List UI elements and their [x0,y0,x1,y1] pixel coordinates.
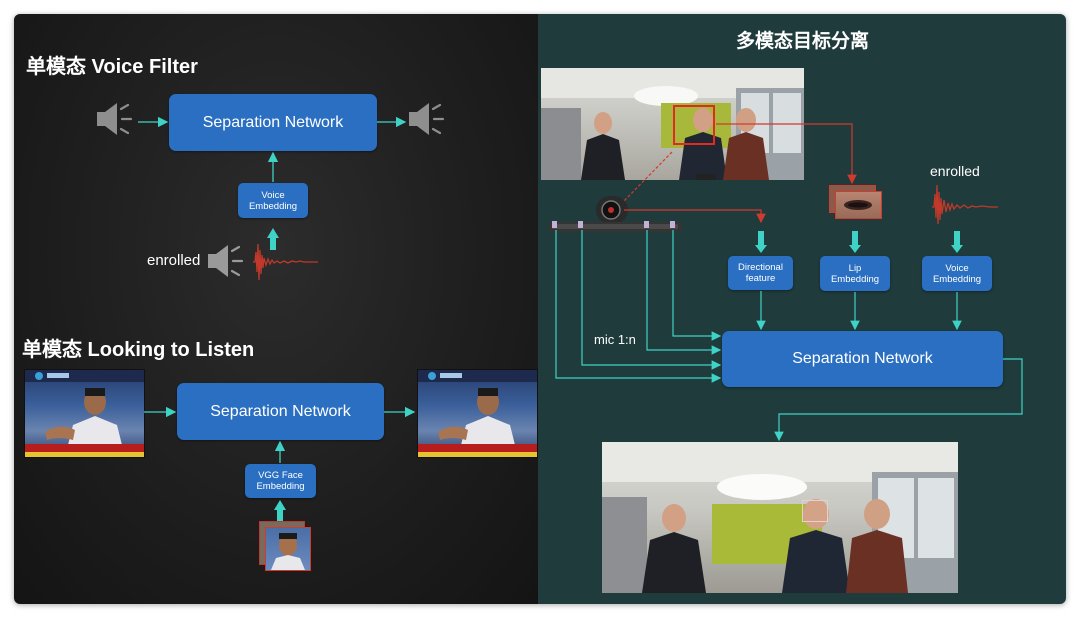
voice-filter-heading: 单模态 Voice Filter [26,56,198,78]
lip-thumbnail-art [844,200,872,210]
directional-feature-box: Directional feature [728,256,793,290]
room-photo-output [602,442,958,593]
face-thumbnail-art [271,533,305,570]
multimodal-enrolled-label: enrolled [930,163,980,179]
voice-embedding-right-line2: Embedding [932,273,982,285]
camera-icon [596,196,628,224]
directional-feature-line1: Directional [738,262,783,273]
camera-mic-array [548,196,682,232]
voice-embedding-box: Voice Embedding [238,183,308,218]
looking-to-listen-separation-network-box: Separation Network [177,383,384,440]
microphone-array-icon [548,221,682,232]
voice-embedding-right-line1: Voice [945,262,969,274]
vgg-face-line2: Embedding [256,481,305,492]
mic-label: mic 1:n [594,332,636,347]
multimodal-separation-network-box: Separation Network [722,331,1003,387]
directional-feature-line2: feature [745,273,776,284]
lip-embedding-box: Lip Embedding [820,256,890,291]
voice-filter-enrolled-label: enrolled [147,252,201,269]
tv-frame-input [24,369,145,458]
detected-face-box [802,500,828,522]
tv-frame-input-art [25,370,144,457]
vgg-face-line1: VGG Face [258,470,303,481]
lip-thumbnail-front [835,191,882,219]
multimodal-heading: 多模态目标分离 [736,31,870,52]
voice-embedding-line1: Voice [261,189,285,201]
voice-embedding-line2: Embedding [248,200,298,212]
face-thumbnail-front [265,527,311,571]
looking-to-listen-heading: 单模态 Looking to Listen [22,339,255,361]
tv-frame-output-art [418,370,537,457]
voice-filter-separation-network-box: Separation Network [169,94,377,151]
lip-embedding-line2: Embedding [830,273,880,285]
tv-frame-output [417,369,538,458]
room-photo-output-art [602,442,958,593]
lip-embedding-line1: Lip [848,262,862,274]
target-face-box [673,105,715,145]
vgg-face-embedding-box: VGG Face Embedding [245,464,316,498]
voice-embedding-right-box: Voice Embedding [922,256,992,291]
